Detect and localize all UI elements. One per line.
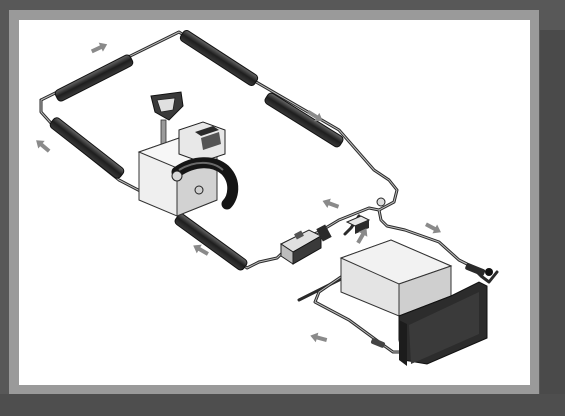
flow-arrow	[307, 110, 323, 122]
system-diagram	[36, 30, 499, 366]
tube-segment-top-left	[54, 54, 134, 102]
tube-segment-top-right	[179, 30, 259, 86]
frame-shadow-right	[540, 30, 565, 416]
inline-filter	[280, 224, 332, 265]
flow-arrows	[36, 42, 441, 343]
tube-segment-left	[49, 117, 125, 179]
tube-segments	[49, 30, 344, 271]
flow-arrow	[356, 228, 368, 244]
tube-segment-bottom	[174, 213, 248, 271]
frame-shadow-bottom	[0, 394, 565, 416]
flow-arrow	[424, 222, 441, 234]
flow-arrow	[36, 140, 51, 153]
diagram-panel	[19, 20, 530, 385]
tube-segment-right	[264, 92, 344, 148]
reservoir-tank	[339, 239, 493, 366]
flow-arrow	[90, 42, 108, 54]
pump-unit	[137, 91, 239, 217]
hub-connector	[345, 197, 386, 234]
flow-arrow	[193, 244, 209, 256]
flow-arrow	[310, 332, 328, 343]
flow-arrow	[322, 198, 340, 209]
